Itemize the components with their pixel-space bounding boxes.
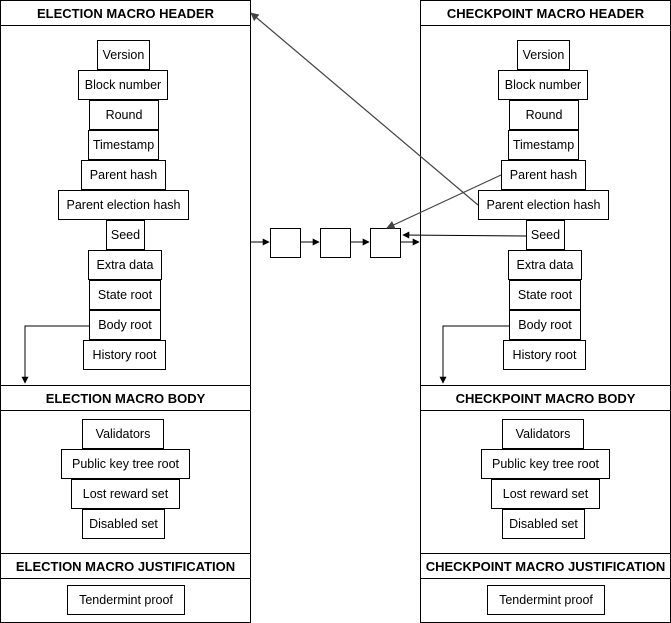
checkpoint-field-extra-data: Extra data: [508, 250, 582, 280]
checkpoint-field-timestamp: Timestamp: [508, 130, 579, 160]
election-field-block-number: Block number: [78, 70, 168, 100]
election-header-title: ELECTION MACRO HEADER: [0, 0, 251, 26]
election-field-timestamp: Timestamp: [88, 130, 159, 160]
chain-block-3: [370, 228, 401, 258]
election-field-version: Version: [97, 40, 150, 70]
election-field-extra-data: Extra data: [88, 250, 162, 280]
election-field-parent-hash: Parent hash: [81, 160, 166, 190]
checkpoint-field-parent-hash: Parent hash: [501, 160, 586, 190]
checkpoint-field-block-number: Block number: [498, 70, 588, 100]
election-field-seed: Seed: [106, 220, 145, 250]
election-field-history-root: History root: [83, 340, 166, 370]
checkpoint-field-state-root: State root: [509, 280, 581, 310]
checkpoint-field-history-root: History root: [503, 340, 586, 370]
checkpoint-field-parent-election-hash: Parent election hash: [478, 190, 609, 220]
checkpoint-field-lost-reward-set: Lost reward set: [491, 479, 600, 509]
checkpoint-field-body-root: Body root: [509, 310, 581, 340]
checkpoint-field-round: Round: [509, 100, 579, 130]
election-field-lost-reward-set: Lost reward set: [71, 479, 180, 509]
election-field-round: Round: [89, 100, 159, 130]
checkpoint-field-tendermint-proof: Tendermint proof: [487, 585, 605, 615]
checkpoint-field-public-key-tree-root: Public key tree root: [481, 449, 610, 479]
election-field-body-root: Body root: [89, 310, 161, 340]
checkpoint-field-version: Version: [517, 40, 570, 70]
election-field-disabled-set: Disabled set: [82, 509, 165, 539]
chain-block-2: [320, 228, 351, 258]
checkpoint-field-validators: Validators: [502, 419, 584, 449]
chain-block-1: [270, 228, 301, 258]
election-field-public-key-tree-root: Public key tree root: [61, 449, 190, 479]
election-field-tendermint-proof: Tendermint proof: [67, 585, 185, 615]
election-field-validators: Validators: [82, 419, 164, 449]
checkpoint-field-disabled-set: Disabled set: [502, 509, 585, 539]
election-field-state-root: State root: [89, 280, 161, 310]
election-body-title: ELECTION MACRO BODY: [0, 385, 251, 411]
checkpoint-justification-title: CHECKPOINT MACRO JUSTIFICATION: [420, 553, 671, 579]
checkpoint-field-seed: Seed: [526, 220, 565, 250]
election-field-parent-election-hash: Parent election hash: [58, 190, 189, 220]
checkpoint-header-title: CHECKPOINT MACRO HEADER: [420, 0, 671, 26]
checkpoint-body-title: CHECKPOINT MACRO BODY: [420, 385, 671, 411]
election-justification-title: ELECTION MACRO JUSTIFICATION: [0, 553, 251, 579]
